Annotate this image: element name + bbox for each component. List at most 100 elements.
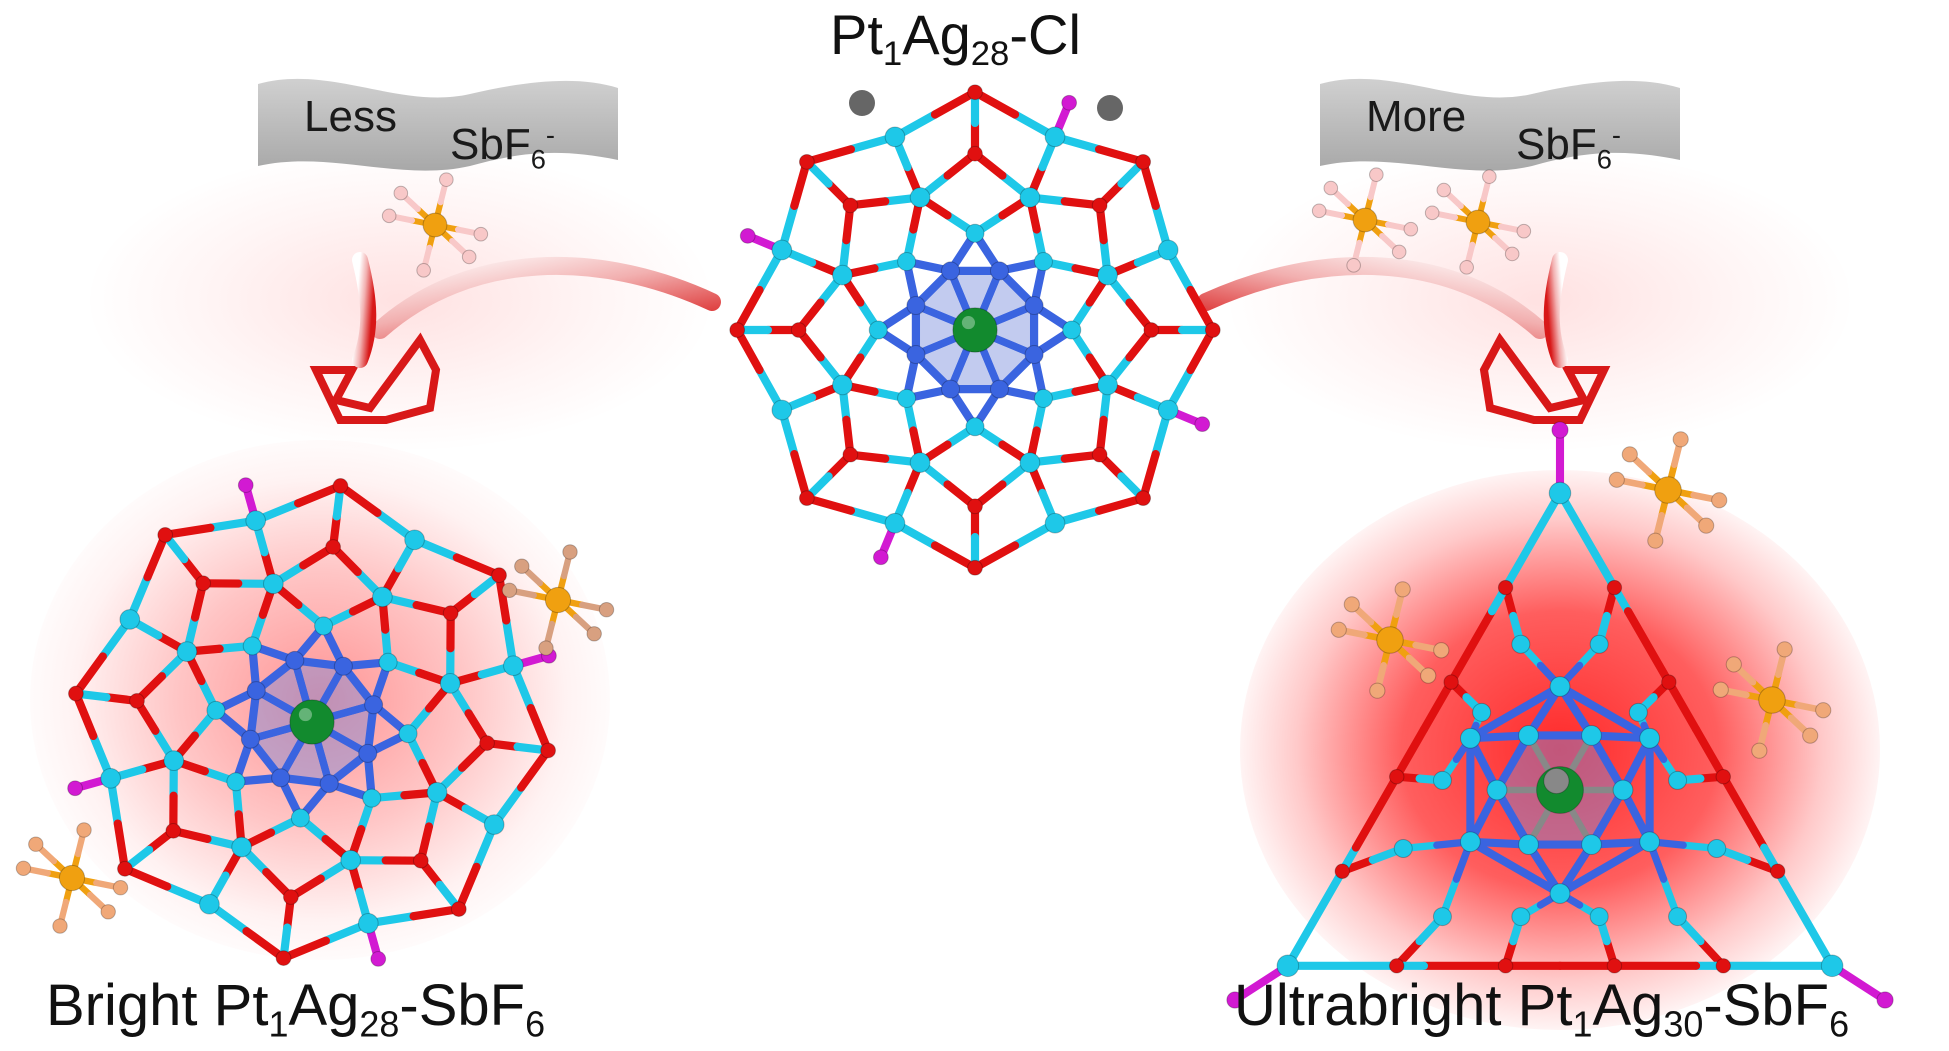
bond	[930, 541, 980, 572]
oxygen-atom	[1389, 768, 1405, 785]
silver-atom	[1639, 831, 1661, 853]
core-atom	[941, 379, 961, 399]
fluorine-atom	[1369, 167, 1384, 182]
oxygen-atom	[1715, 958, 1731, 974]
oxygen-atom	[1443, 674, 1459, 690]
silver-atom	[242, 636, 262, 656]
central-atom	[952, 307, 998, 353]
fluorine-atom	[586, 626, 602, 642]
bond	[161, 523, 215, 540]
silver-atom	[1668, 770, 1688, 790]
fluorine-atom	[1482, 169, 1497, 184]
oxygen-atom	[1389, 958, 1405, 974]
antimony-atom	[1758, 686, 1786, 714]
fluorine-atom	[538, 640, 554, 656]
bond	[1623, 607, 1701, 734]
silver-atom	[1549, 676, 1571, 697]
silver-atom	[357, 913, 379, 934]
oxygen-atom	[1143, 322, 1160, 338]
bond	[970, 541, 1020, 572]
bond	[71, 652, 107, 698]
bond	[1094, 145, 1148, 166]
antimony-atom	[1376, 626, 1404, 654]
oxygen-atom	[1091, 446, 1108, 463]
fluorine-atom	[15, 860, 32, 876]
left-banner-word: Less	[304, 92, 397, 141]
fluorine-atom	[1433, 642, 1450, 659]
fluorine-atom	[473, 226, 489, 242]
core-atom	[364, 695, 384, 715]
right-banner-word: More	[1366, 92, 1467, 141]
bond	[1692, 725, 1769, 852]
silver-atom	[965, 223, 985, 243]
antimony-atom	[1352, 207, 1378, 233]
silver-atom	[314, 616, 334, 636]
bond	[143, 530, 170, 582]
bond	[336, 481, 382, 517]
central-atom	[289, 699, 335, 745]
bond	[409, 904, 463, 921]
right-cluster-glow	[1240, 470, 1880, 1030]
fluorine-atom	[1403, 221, 1419, 237]
bond	[452, 553, 504, 580]
bond	[1094, 494, 1148, 515]
bond	[120, 864, 172, 891]
silver-atom	[1062, 320, 1082, 340]
bond	[113, 819, 130, 873]
oxygen-atom	[1606, 958, 1623, 974]
silver-atom	[1589, 634, 1609, 654]
top-cluster-title: Pt1Ag28-Cl	[830, 3, 1081, 74]
bond	[802, 145, 856, 166]
fluorine-atom	[1424, 205, 1440, 221]
fluorine-atom	[112, 880, 129, 896]
bond	[1139, 449, 1160, 503]
silver-atom	[340, 849, 361, 871]
bond	[1587, 785, 1628, 849]
fluorine-atom	[1698, 517, 1715, 534]
terminal-atom	[1061, 94, 1078, 111]
terminal-atom	[370, 951, 387, 967]
core-atom	[285, 650, 305, 670]
sbf6-ions	[15, 167, 1832, 934]
bond	[733, 285, 764, 335]
fluorine-atom	[1711, 492, 1728, 509]
silver-atom	[263, 573, 284, 595]
fluorine-atom	[1343, 596, 1360, 613]
fluorine-atom	[439, 172, 454, 187]
silver-atom	[398, 724, 418, 744]
bond	[1139, 157, 1160, 211]
silver-atom	[1044, 126, 1066, 148]
oxygen-atom	[967, 559, 983, 576]
silver-atom	[1097, 374, 1118, 396]
silver-atom	[1157, 239, 1179, 261]
fluorine-atom	[52, 918, 68, 934]
fluorine-atom	[1672, 431, 1689, 448]
silver-atom	[884, 126, 906, 148]
silver-atom	[1486, 779, 1508, 801]
fluorine-atom	[100, 904, 116, 920]
fluorine-atom	[76, 822, 92, 838]
antimony-atom	[58, 864, 86, 892]
bond	[802, 494, 856, 515]
right-banner	[1320, 78, 1680, 171]
fluorine-atom	[501, 582, 518, 598]
silver-atom	[1612, 779, 1634, 801]
fluorine-atom	[1504, 246, 1520, 262]
fluorine-atom	[562, 544, 578, 560]
oxygen-atom	[491, 567, 507, 584]
silver-atom	[1033, 388, 1053, 408]
fluorine-atom	[416, 263, 431, 278]
gray-atom-right	[1097, 95, 1123, 121]
silver-atom	[1097, 264, 1118, 286]
silver-atom	[1518, 834, 1539, 855]
silver-atom	[206, 700, 226, 720]
fluorine-atom	[1330, 621, 1347, 638]
silver-atom	[1581, 725, 1602, 746]
fluorine-atom	[1391, 244, 1407, 260]
oxygen-atom	[798, 153, 815, 170]
silver-atom	[378, 652, 398, 672]
fluorine-atom	[1311, 203, 1327, 219]
fluorine-atom	[461, 249, 477, 265]
fluorine-atom	[1621, 446, 1638, 463]
oxygen-atom	[450, 901, 467, 917]
